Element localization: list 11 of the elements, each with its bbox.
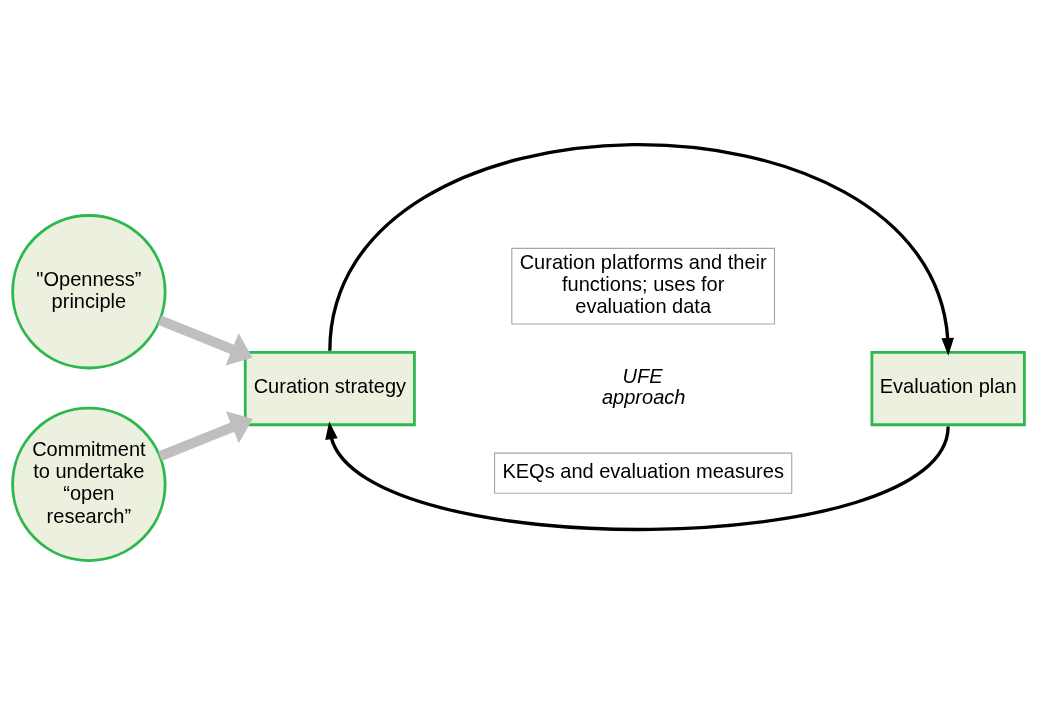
node-circle: "Openness” principle (11, 213, 167, 369)
node-circle: Commitment to undertake “open research” (11, 406, 167, 562)
node-box: KEQs and evaluation measures (494, 452, 793, 494)
node-box: Curation strategy (243, 350, 416, 426)
arrow (157, 314, 253, 365)
arrow (158, 410, 253, 461)
node-box: Curation platforms and their functions; uses for evaluation data (511, 247, 776, 325)
label: UFE approach (601, 364, 686, 407)
arrow (325, 420, 950, 531)
node-box: Evaluation plan (870, 350, 1026, 426)
arrow (328, 142, 954, 356)
